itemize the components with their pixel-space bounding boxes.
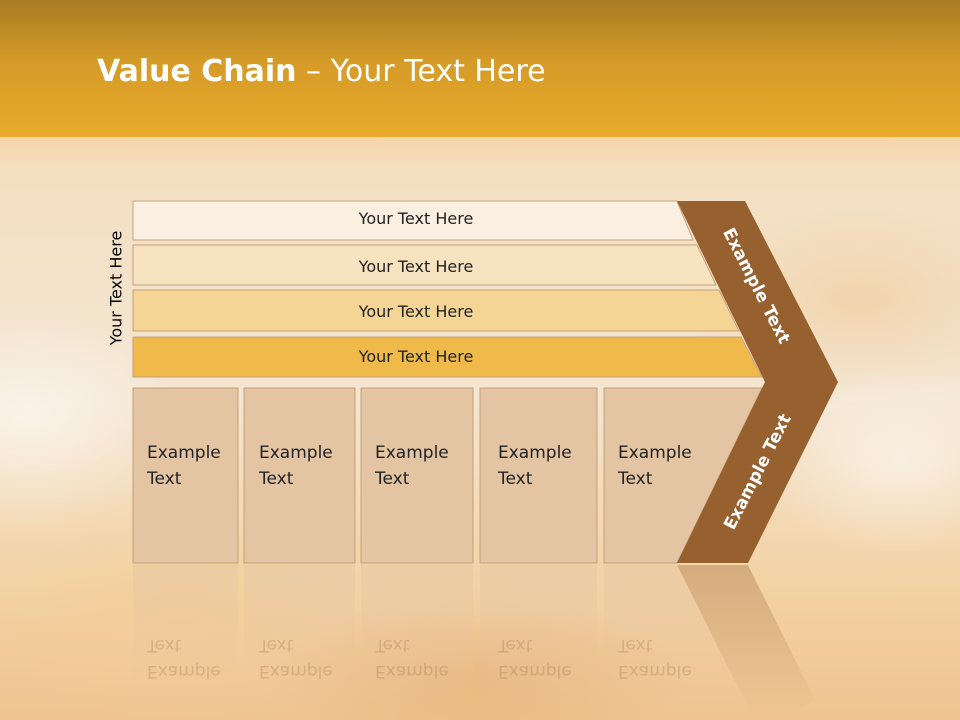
- chevron-reflection: [677, 565, 815, 715]
- bar-1-label: Your Text Here: [358, 209, 474, 228]
- box-4[interactable]: [479, 387, 598, 564]
- box-1[interactable]: [132, 387, 239, 564]
- box-2[interactable]: [243, 387, 356, 564]
- box-3[interactable]: [360, 387, 474, 564]
- bar-2-label: Your Text Here: [358, 257, 474, 276]
- slide-title[interactable]: Value Chain – Your Text Here: [97, 54, 546, 89]
- bar-1[interactable]: [132, 200, 694, 241]
- bar-4[interactable]: [132, 336, 763, 378]
- box-reflection: [133, 565, 238, 715]
- title-band: [0, 0, 960, 137]
- title-rest: – Your Text Here: [296, 54, 546, 89]
- bar-3[interactable]: [132, 289, 740, 332]
- box-reflection: [361, 565, 473, 715]
- title-bold: Value Chain: [97, 54, 297, 89]
- chevron-arrow[interactable]: [677, 201, 838, 563]
- bar-2[interactable]: [132, 244, 717, 286]
- box-reflection: [244, 565, 355, 715]
- title-band-fade: [0, 137, 960, 167]
- box-reflection: [480, 565, 597, 715]
- bar-4-label: Your Text Here: [358, 347, 474, 366]
- bar-3-label: Your Text Here: [358, 302, 474, 321]
- reflection-group: [133, 565, 815, 715]
- box-reflection: [604, 565, 752, 715]
